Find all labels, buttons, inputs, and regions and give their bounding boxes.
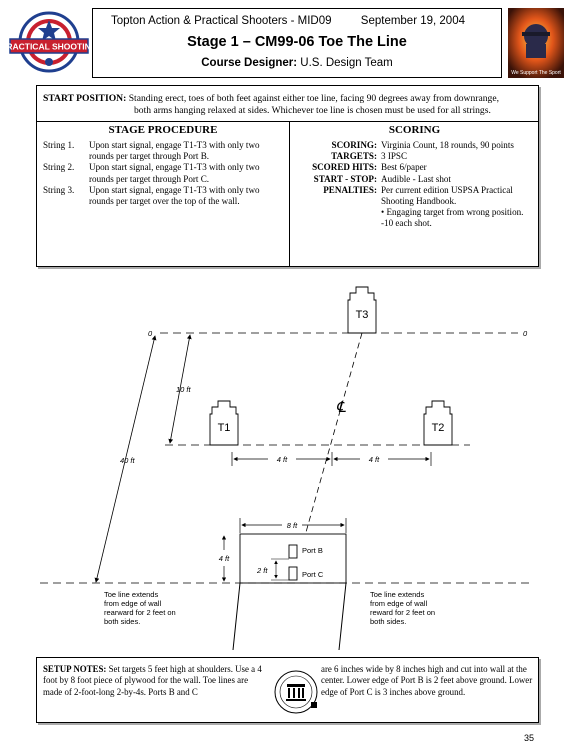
dimension-label: 2 ft [256,566,268,575]
scoring-value: -10 each shot. [381,218,432,229]
toe-note-line: both sides. [104,617,140,626]
scoring-value: Best 6/paper [381,162,427,173]
procedure-item-text: Upon start signal, engage T1-T3 with onl… [89,140,260,162]
start-position-text-2: both arms hanging relaxed at sides. Whic… [134,104,491,116]
dimension-label: 8 ft [287,521,298,530]
dimension-label: 4 ft [369,455,380,464]
scoring-label: TARGETS: [331,151,377,162]
stage-info-box: START POSITION: Standing erect, toes of … [36,85,539,267]
scoring-row: TARGETS: 3 IPSC [295,151,535,162]
procedure-title: STAGE PROCEDURE [108,124,218,136]
target-label: T1 [218,422,231,434]
procedure-item-text: Upon start signal, engage T1-T3 with onl… [89,162,260,184]
toe-note-line: Toe line extends [104,590,158,599]
scoring-label: PENALTIES: [323,184,377,195]
port-b [288,544,298,559]
scoring-value: Audible - Last shot [381,173,451,184]
scoring-value: 3 IPSC [381,151,408,162]
logo-text: PRACTICAL SHOOTING [8,42,90,52]
scoring-row: PENALTIES: Per current edition USPSA Prac… [295,185,535,207]
port-c [288,566,298,581]
scoring-label [295,207,381,218]
dimension-label: 40 ft [120,456,136,465]
scoring-value: • Engaging target from wrong position. [381,207,524,218]
toe-note-line: rearward for 2 feet on [104,608,176,617]
target-label: T3 [356,309,369,321]
divider [289,121,290,266]
scoring-row: START - STOP: Audible - Last shot [295,174,535,185]
event-name: Topton Action & Practical Shooters - MID… [111,15,332,27]
port-b-label: Port B [302,546,323,555]
dimension-label: 10 ft [176,385,192,394]
setup-notes-box: SETUP NOTES: Set targets 5 feet high at … [36,657,539,723]
scoring-value: Per current edition USPSA Practical Shoo… [381,184,513,207]
start-position: START POSITION: Standing erect, toes of … [43,93,533,116]
zero-label-left: 0 [148,329,153,338]
header-box: Topton Action & Practical Shooters - MID… [92,8,502,78]
procedure-item-label: String 3. [43,184,75,195]
setup-notes-label: SETUP NOTES: [43,664,107,674]
scoring-list: SCORING: Virginia Count, 18 rounds, 90 po… [295,140,535,230]
toe-line-right [338,582,347,650]
scoring-row: SCORING: Virginia Count, 18 rounds, 90 po… [295,140,535,151]
seal-icon [273,666,319,718]
scoring-label: START - STOP: [313,173,377,184]
setup-notes-left: SETUP NOTES: Set targets 5 feet high at … [43,664,269,698]
event-date: September 19, 2004 [360,15,465,27]
scoring-row: SCORED HITS: Best 6/paper [295,162,535,173]
scoring-title: SCORING [388,124,441,136]
start-position-text-1: Standing erect, toes of both feet agains… [128,93,499,104]
setup-notes-right: are 6 inches wide by 8 inches high and c… [321,664,533,697]
toe-note-left: Toe line extends from edge of wall rearw… [104,590,176,626]
target-t2: T2 [423,400,453,446]
toe-note-line: both sides. [370,617,406,626]
dimension-10ft [168,334,192,444]
page-number: 35 [523,733,534,743]
scoring-row: -10 each shot. [295,218,535,229]
designer-name: U.S. Design Team [300,57,393,69]
dimension-label: 4 ft [219,554,230,563]
scoring-label [295,218,381,229]
club-logo: We Support The Sport [508,8,564,78]
procedure-item-text: Upon start signal, engage T1-T3 with onl… [89,184,260,207]
toe-note-line: from edge of wall [370,599,427,608]
centerline-symbol: ℄ [336,400,346,416]
port-c-label: Port C [302,570,324,579]
toe-note-line: from edge of wall [104,599,161,608]
procedure-list: String 1. Upon start signal, engage T1-T3… [43,140,283,207]
target-label: T2 [432,422,445,434]
designer-label: Course Designer: [201,57,298,69]
uspsa-logo: PRACTICAL SHOOTING [1,10,98,74]
procedure-item: String 1. Upon start signal, engage T1-T3… [43,140,283,162]
procedure-item-label: String 2. [43,162,75,173]
club-logo-text: We Support The Sport [511,70,561,76]
toe-note-right: Toe line extends from edge of wall rewar… [370,590,435,626]
stage-diagram: 0 0 T3 T1 T2 ℄ 10 ft 40 ft 4 ft 4 ft 8 f… [40,286,530,650]
header-line: Topton Action & Practical Shooters - MID… [93,15,501,27]
stage-title: Stage 1 – CM99-06 Toe The Line [187,34,407,50]
setup-notes-text: Set targets 5 feet high at shoulders. Us… [43,664,262,697]
procedure-item-label: String 1. [43,140,75,150]
target-t1: T1 [209,400,239,446]
procedure-item: String 2. Upon start signal, engage T1-T3… [43,162,283,184]
scoring-value: Virginia Count, 18 rounds, 90 points [381,140,514,150]
scoring-label: SCORING: [331,140,377,150]
divider [37,121,538,122]
target-t3: T3 [347,286,377,334]
start-position-label: START POSITION: [43,93,127,104]
dimension-40ft [94,335,157,583]
toe-line-left [232,582,241,650]
zero-label-right: 0 [523,329,528,338]
dimension-label: 4 ft [277,455,288,464]
scoring-label: SCORED HITS: [312,162,377,173]
toe-note-line: Toe line extends [370,590,424,599]
procedure-item: String 3. Upon start signal, engage T1-T3… [43,185,283,207]
course-designer: Course Designer: U.S. Design Team [93,57,501,69]
toe-note-line: reward for 2 feet on [370,608,435,617]
scoring-row: • Engaging target from wrong position. [295,207,535,218]
